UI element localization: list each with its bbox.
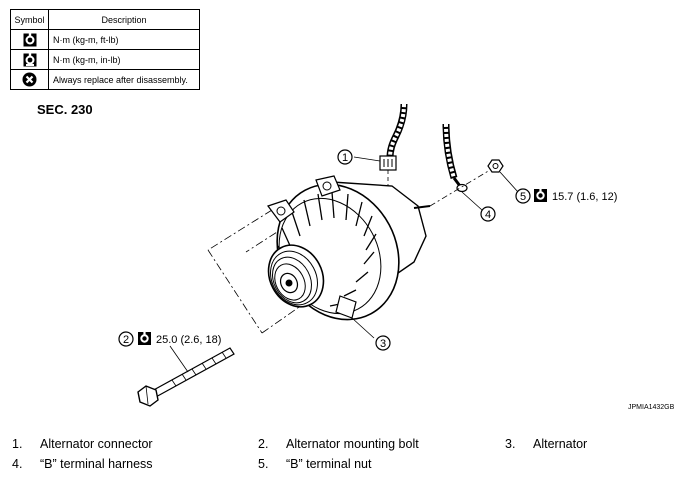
- part-name: “B” terminal harness: [40, 457, 153, 471]
- leader-line: [461, 191, 483, 211]
- part-number: 4.: [12, 457, 23, 471]
- callout-1: 1: [337, 149, 353, 165]
- callout-4: 4: [480, 206, 496, 222]
- legend-symbol-cell: [10, 29, 49, 50]
- figure-code: JPMIA1432GB: [628, 404, 675, 411]
- part-number: 5.: [258, 457, 269, 471]
- torque-wrench-icon: [534, 189, 547, 202]
- part-number: 2.: [258, 437, 269, 451]
- svg-text:2: 2: [123, 334, 129, 346]
- b-terminal-nut: [487, 159, 504, 173]
- torque-wrench-icon: [138, 332, 151, 345]
- part-name: Alternator: [533, 437, 588, 451]
- torque-value-bolt: 25.0 (2.6, 18): [156, 334, 221, 346]
- torque-wrench-small-icon: [23, 52, 36, 66]
- svg-text:5: 5: [520, 191, 526, 203]
- part-number: 1.: [12, 437, 23, 451]
- legend-row: N·m (kg-m, in-lb): [10, 49, 200, 70]
- callout-5: 5: [515, 188, 531, 204]
- svg-text:1: 1: [342, 152, 348, 164]
- legend-symbol-cell: [10, 49, 49, 70]
- legend-row: N·m (kg-m, ft-lb): [10, 29, 200, 50]
- part-number: 3.: [505, 437, 516, 451]
- part-name: “B” terminal nut: [286, 457, 372, 471]
- leader-line: [169, 345, 189, 373]
- part-name: Alternator connector: [40, 437, 153, 451]
- leader-line: [499, 171, 519, 193]
- connector-harness: [386, 103, 408, 159]
- svg-text:4: 4: [485, 209, 491, 221]
- callout-2: 2: [118, 331, 134, 347]
- callout-3: 3: [375, 335, 391, 351]
- symbol-legend-table: Symbol Description N·m (kg-m, ft-lb) N·m…: [10, 9, 200, 90]
- torque-value-nut: 15.7 (1.6, 12): [552, 191, 617, 203]
- section-label: SEC. 230: [37, 102, 93, 117]
- legend-row: Always replace after disassembly.: [10, 69, 200, 90]
- replace-x-icon: [22, 72, 37, 87]
- leader-line: [351, 317, 375, 339]
- legend-description: Always replace after disassembly.: [48, 69, 200, 90]
- dash-line: [429, 169, 491, 207]
- alternator: [267, 175, 431, 321]
- leader-line: [353, 156, 381, 162]
- torque-wrench-icon: [23, 32, 36, 46]
- alternator-connector: [379, 155, 397, 171]
- part-name: Alternator mounting bolt: [286, 437, 419, 451]
- alternator-mounting-bolt: [137, 347, 235, 407]
- b-terminal-harness: [442, 123, 468, 193]
- svg-text:3: 3: [380, 338, 386, 350]
- legend-symbol-cell: [10, 69, 49, 90]
